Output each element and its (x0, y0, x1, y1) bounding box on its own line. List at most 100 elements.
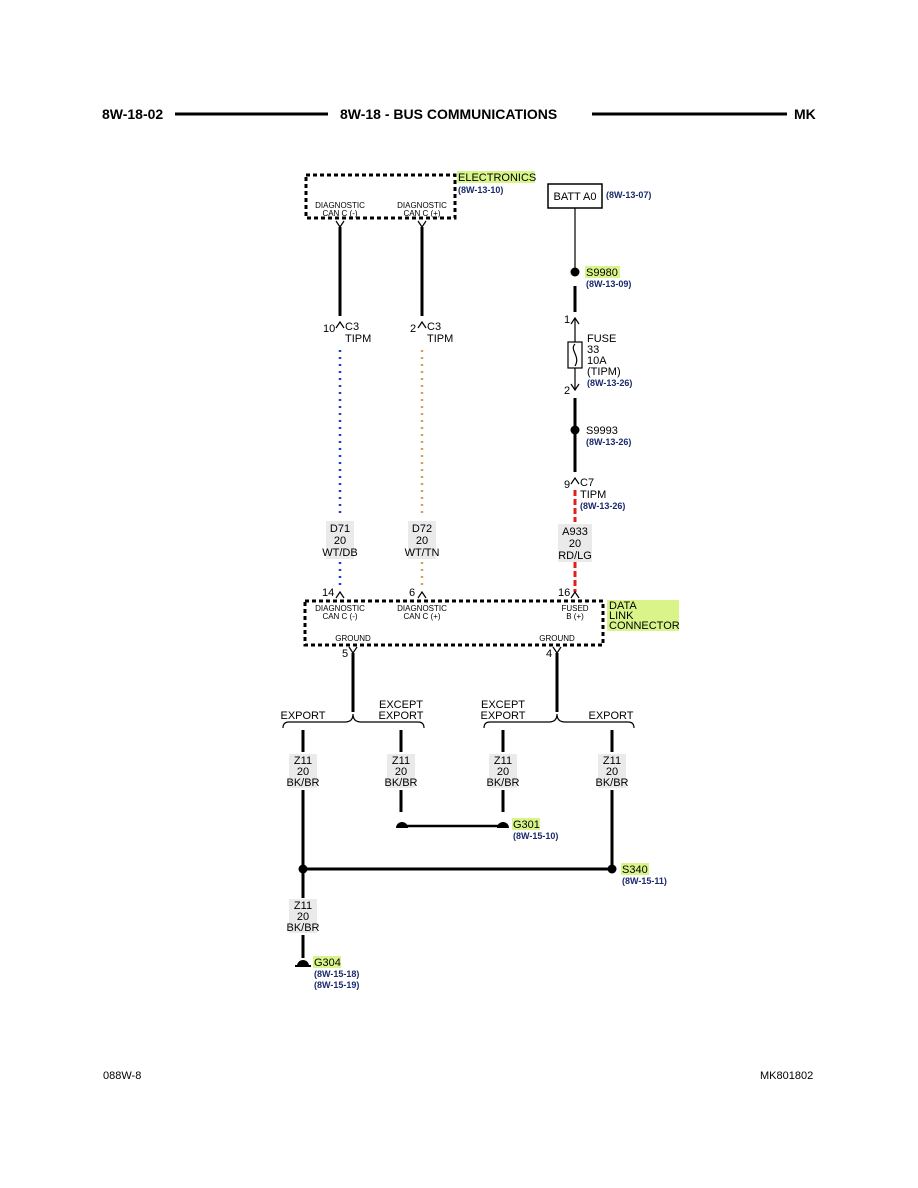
dlc-pin6-arrow (417, 590, 427, 599)
s340-label-highlight (621, 863, 649, 875)
wire-z11-c-gauge: 20 (497, 766, 509, 778)
wire-z11-a-gauge: 20 (297, 766, 309, 778)
wire-a933-label-bg (558, 524, 592, 562)
electronics-pin-can-minus-2: CAN C (-) (322, 209, 357, 218)
branch-brace-right (483, 713, 635, 729)
s9980-label: S9980 (586, 267, 618, 279)
s340-ref: (8W-15-11) (622, 876, 667, 886)
dlc-pin4-arrow (552, 646, 562, 655)
fuse-pin1: 1 (564, 314, 570, 326)
branch-left-export: EXPORT (280, 710, 325, 722)
wire-z11-b-color: BK/BR (384, 777, 417, 789)
fuse-ref: (8W-13-26) (587, 378, 632, 388)
dlc-label-1: DATA (609, 600, 637, 612)
electronics-module-box (304, 173, 457, 220)
wire-z11-d-color: BK/BR (595, 777, 628, 789)
electronics-pin-arrow-left (335, 220, 345, 229)
wire-z11-b-circuit: Z11 (392, 755, 410, 767)
footer-figure-code: 088W-8 (103, 1070, 141, 1082)
wire-a933-gauge: 20 (569, 538, 581, 550)
c3-pin10-name: C3 (345, 321, 359, 333)
dlc-can-minus-1: DIAGNOSTIC (315, 604, 365, 613)
s9980-ref: (8W-13-09) (586, 279, 631, 289)
header-model: MK (794, 106, 816, 122)
dlc-label-3: CONNECTOR (609, 620, 680, 632)
dlc-pin5: 5 (342, 648, 348, 660)
fuse-pin2-arrow (570, 383, 580, 392)
c3-pin10-sub: TIPM (345, 333, 371, 345)
electronics-label: ELECTRONICS (458, 172, 536, 184)
wire-d71-label-bg (326, 521, 354, 559)
c3-pin2-arrow (417, 320, 427, 329)
dlc-can-plus-1: DIAGNOSTIC (397, 604, 447, 613)
wire-d72-gauge: 20 (416, 535, 428, 547)
fuse-label-4: (TIPM) (587, 366, 621, 378)
g304-label-highlight (313, 956, 341, 968)
wire-d72-label-bg (408, 521, 436, 559)
wire-z11-e-color: BK/BR (286, 922, 319, 934)
wire-a933-circuit: A933 (562, 526, 588, 538)
dlc-pin6: 6 (409, 587, 415, 599)
c3-pin2-number: 2 (410, 323, 416, 335)
g301-label: G301 (513, 819, 540, 831)
c7-name: C7 (580, 477, 594, 489)
footer-drawing-number: MK801802 (760, 1070, 813, 1082)
wire-d72-color: WT/TN (405, 547, 440, 559)
wire-z11-a-color: BK/BR (286, 777, 319, 789)
wire-z11-c-label-bg (489, 754, 517, 788)
wire-z11-b-label-bg (387, 754, 415, 788)
dlc-pin4: 4 (546, 648, 552, 660)
wire-z11-e-circuit: Z11 (294, 900, 312, 912)
header-title: 8W-18 - BUS COMMUNICATIONS (340, 106, 557, 122)
c7-sub: TIPM (580, 489, 606, 501)
electronics-pin-can-minus-1: DIAGNOSTIC (315, 201, 365, 210)
wire-z11-d-circuit: Z11 (603, 755, 621, 767)
s9993-ref: (8W-13-26) (586, 437, 631, 447)
dlc-fused-1: FUSED (561, 604, 588, 613)
fuse-element-icon (572, 343, 578, 367)
branch-right-except-2: EXPORT (480, 710, 525, 722)
wire-d71-color: WT/DB (322, 547, 357, 559)
electronics-pin-can-plus-2: CAN C (+) (403, 209, 440, 218)
wire-z11-e-label-bg (289, 899, 317, 933)
branch-right-export: EXPORT (588, 710, 633, 722)
dlc-pin5-arrow (348, 646, 358, 655)
electronics-ref: (8W-13-10) (458, 185, 503, 195)
wire-z11-d-label-bg (598, 754, 626, 788)
s9993-label: S9993 (586, 425, 618, 437)
g304-ref-2: (8W-15-19) (314, 980, 359, 990)
dlc-pin16: 16 (558, 587, 570, 599)
wire-z11-a-circuit: Z11 (294, 755, 312, 767)
wire-z11-c-circuit: Z11 (494, 755, 512, 767)
c7-ref: (8W-13-26) (580, 501, 625, 511)
header-page-code: 8W-18-02 (102, 106, 163, 122)
c3-pin2-sub: TIPM (427, 333, 453, 345)
electronics-pin-can-plus-1: DIAGNOSTIC (397, 201, 447, 210)
branch-left-except-2: EXPORT (378, 710, 423, 722)
wire-z11-d-gauge: 20 (606, 766, 618, 778)
wire-d71-circuit: D71 (330, 523, 350, 535)
batt-a0-box (547, 183, 603, 209)
dlc-ground-left: GROUND (335, 634, 371, 643)
fuse-label-2: 33 (587, 344, 599, 356)
ground-symbol-g304-icon (297, 960, 309, 966)
g304-label: G304 (314, 957, 341, 969)
c3-pin2-name: C3 (427, 321, 441, 333)
s9980-label-highlight (585, 266, 620, 278)
g301-ref: (8W-15-10) (513, 831, 558, 841)
dlc-fused-2: B (+) (566, 612, 584, 621)
fuse-label-3: 10A (587, 355, 607, 367)
batt-a0-label: BATT A0 (553, 191, 596, 203)
batt-a0-ref: (8W-13-07) (606, 190, 651, 200)
splice-left-junction (298, 864, 308, 874)
dlc-pin16-arrow (570, 590, 580, 599)
splice-s340 (607, 864, 617, 874)
data-link-connector-box (303, 599, 605, 647)
dlc-pin14: 14 (322, 587, 334, 599)
splice-s9980 (570, 267, 580, 277)
dlc-label-2: LINK (609, 610, 634, 622)
wire-z11-e-gauge: 20 (297, 911, 309, 923)
wire-d72-circuit: D72 (412, 523, 432, 535)
electronics-pin-arrow-right (417, 220, 427, 229)
